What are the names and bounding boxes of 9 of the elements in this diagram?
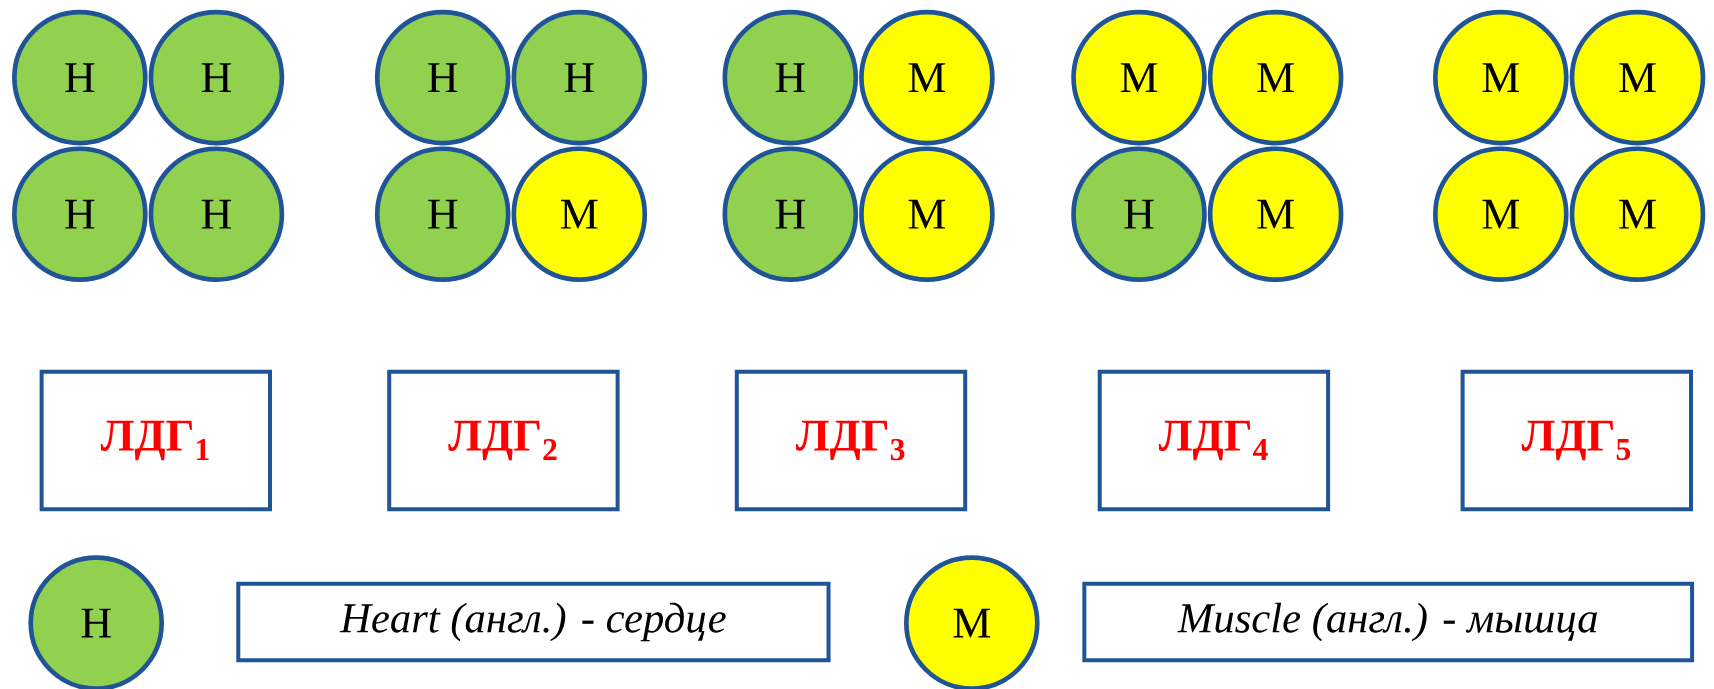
legend-text-box: Muscle (англ.) - мышца [1082, 581, 1695, 663]
enzyme-box: ЛДГ$_{1}$ [39, 369, 272, 512]
enzyme-box: ЛДГ$_{4}$ [1097, 369, 1331, 512]
enzyme-box: ЛДГ$_{3}$ [734, 369, 968, 512]
enzyme-box: ЛДГ$_{5}$ [1460, 369, 1693, 512]
legend-text-box: Heart (англ.) - сердце [236, 581, 831, 663]
swatch-letter: M [953, 608, 991, 638]
enzyme-box: ЛДГ$_{2}$ [387, 369, 620, 512]
swatch-letter: H [81, 608, 111, 638]
